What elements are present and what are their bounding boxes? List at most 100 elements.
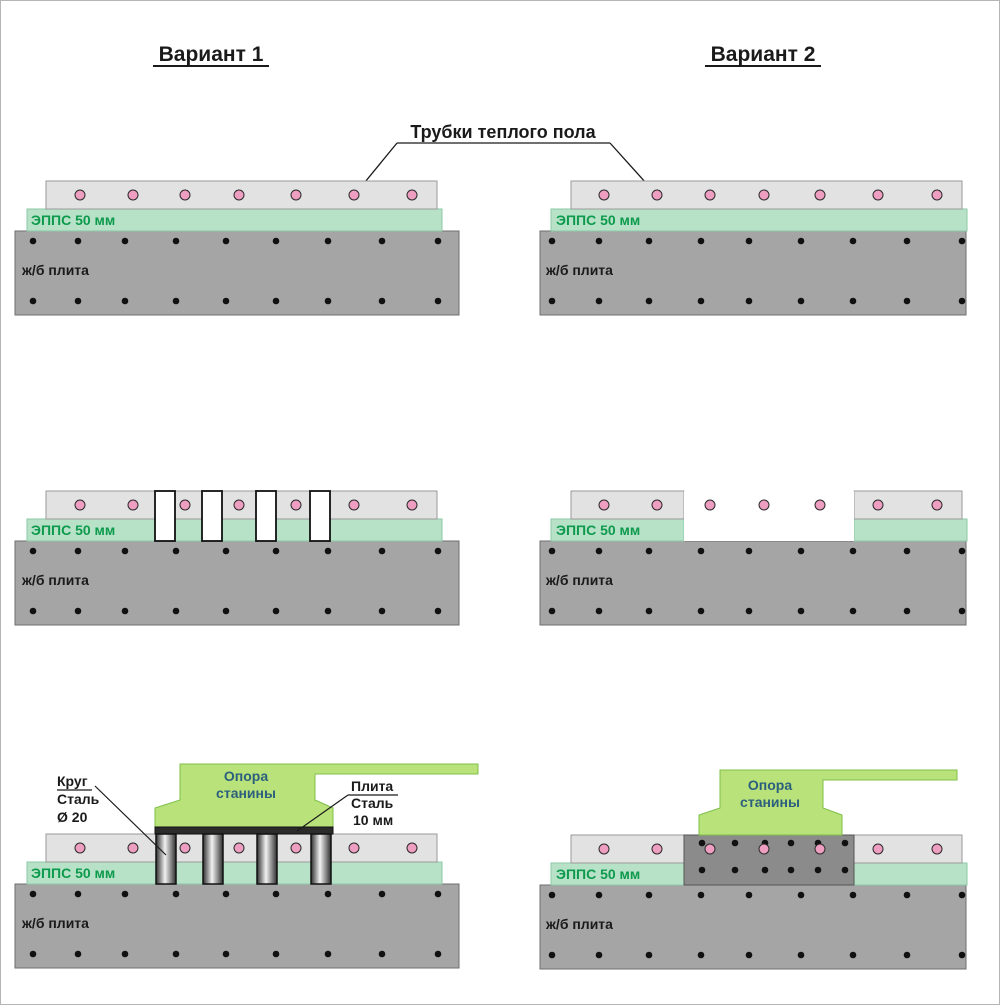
- screed-layer-right: [853, 834, 963, 864]
- rod-leader: [94, 785, 167, 856]
- rebar-dot: [958, 891, 966, 899]
- rebar-dot: [222, 950, 230, 958]
- heating-pipe: [758, 843, 770, 855]
- pipe-row: [598, 843, 943, 855]
- rebar-dot: [74, 890, 82, 898]
- rod-callout: Круг Сталь Ø 20: [57, 773, 167, 856]
- rebar-dot: [548, 951, 556, 959]
- rebar-dot: [172, 547, 180, 555]
- rebar-dot: [958, 547, 966, 555]
- heating-pipe: [74, 842, 86, 854]
- rebar-dot: [849, 547, 857, 555]
- rebar-dot: [548, 607, 556, 615]
- insulation-label: ЭППС 50 мм: [556, 212, 640, 228]
- cutout-opening: [684, 491, 854, 541]
- rebar-dot: [272, 297, 280, 305]
- pipe-row: [598, 189, 943, 201]
- rebar-dot: [849, 607, 857, 615]
- rebar-dot: [697, 297, 705, 305]
- poured-concrete-block: [683, 834, 855, 886]
- rebar-dot: [731, 839, 739, 847]
- heating-pipe: [290, 499, 302, 511]
- rebar-dot: [745, 237, 753, 245]
- rebar-dot: [324, 547, 332, 555]
- rebar-dot: [172, 297, 180, 305]
- rebar-dot: [958, 297, 966, 305]
- rebar-dot: [74, 297, 82, 305]
- screed-layer-left: [570, 490, 685, 520]
- slab-label: ж/б плита: [545, 262, 613, 278]
- rebar-dot: [903, 951, 911, 959]
- variant-1-title-text: Вариант 1: [159, 43, 264, 66]
- heating-pipe: [74, 499, 86, 511]
- v1-stage1: ЭППС 50 мм ж/б плита: [14, 180, 460, 316]
- steel-rod: [202, 833, 224, 885]
- rebar-dot: [797, 891, 805, 899]
- rebar-dot: [849, 951, 857, 959]
- rebar-dot: [745, 891, 753, 899]
- insulation-layer-right: [853, 862, 968, 886]
- rebar-dot: [745, 951, 753, 959]
- machine-support: [154, 763, 479, 828]
- screed-layer-left: [570, 834, 685, 864]
- heating-pipe: [127, 499, 139, 511]
- rebar-dot: [697, 891, 705, 899]
- heating-pipe: [179, 189, 191, 201]
- rebar-dot: [74, 950, 82, 958]
- heating-pipe: [651, 843, 663, 855]
- rebar-dot: [745, 297, 753, 305]
- heating-pipe: [814, 843, 826, 855]
- steel-plate: [154, 826, 334, 835]
- rebar-dot: [378, 890, 386, 898]
- rebar-dot: [548, 297, 556, 305]
- v2-stage2: ЭППС 50 мм ж/б плита: [539, 490, 968, 626]
- rebar-dot: [434, 950, 442, 958]
- rebar-dot: [697, 237, 705, 245]
- rebar-dot: [697, 547, 705, 555]
- rebar-dot: [324, 237, 332, 245]
- drilled-hole: [309, 490, 331, 542]
- heating-pipe: [814, 499, 826, 511]
- pipe-row: [74, 499, 418, 511]
- heating-pipe: [598, 843, 610, 855]
- rebar-dot: [324, 950, 332, 958]
- plate-leader: [296, 794, 349, 832]
- rebar-dot: [74, 547, 82, 555]
- rebar-dot: [272, 547, 280, 555]
- rebar-dot: [272, 890, 280, 898]
- heating-pipe: [179, 499, 191, 511]
- rebar-dot: [849, 237, 857, 245]
- rebar-dot: [378, 237, 386, 245]
- rebar-dot: [797, 607, 805, 615]
- rebar-dot: [645, 951, 653, 959]
- rebar-dot: [378, 297, 386, 305]
- rod-callout-material: Сталь: [57, 791, 100, 807]
- rebar-dot: [903, 547, 911, 555]
- rebar-dot: [645, 297, 653, 305]
- rebar-dots: [29, 890, 442, 958]
- support-label-line2: станины: [216, 785, 276, 801]
- variant-2-title: Вариант 2: [705, 43, 821, 67]
- slab-label: ж/б плита: [545, 572, 613, 588]
- slab: [539, 540, 967, 626]
- rebar-dot: [797, 297, 805, 305]
- heating-pipe: [651, 499, 663, 511]
- rebar-dot: [548, 237, 556, 245]
- rebar-dots: [29, 547, 442, 615]
- rebar-dot: [324, 607, 332, 615]
- rebar-dot: [172, 890, 180, 898]
- insulation-label: ЭППС 50 мм: [31, 212, 115, 228]
- rebar-dot: [324, 297, 332, 305]
- rebar-dot: [222, 547, 230, 555]
- rebar-dot: [121, 297, 129, 305]
- rebar-dots: [29, 237, 442, 305]
- rebar-dot: [222, 297, 230, 305]
- rebar-dot: [378, 547, 386, 555]
- heating-pipe: [931, 189, 943, 201]
- rebar-dot: [121, 607, 129, 615]
- heating-pipe: [931, 499, 943, 511]
- rebar-dot: [903, 607, 911, 615]
- heating-pipe: [704, 189, 716, 201]
- plate-callout-material: Сталь: [351, 795, 394, 811]
